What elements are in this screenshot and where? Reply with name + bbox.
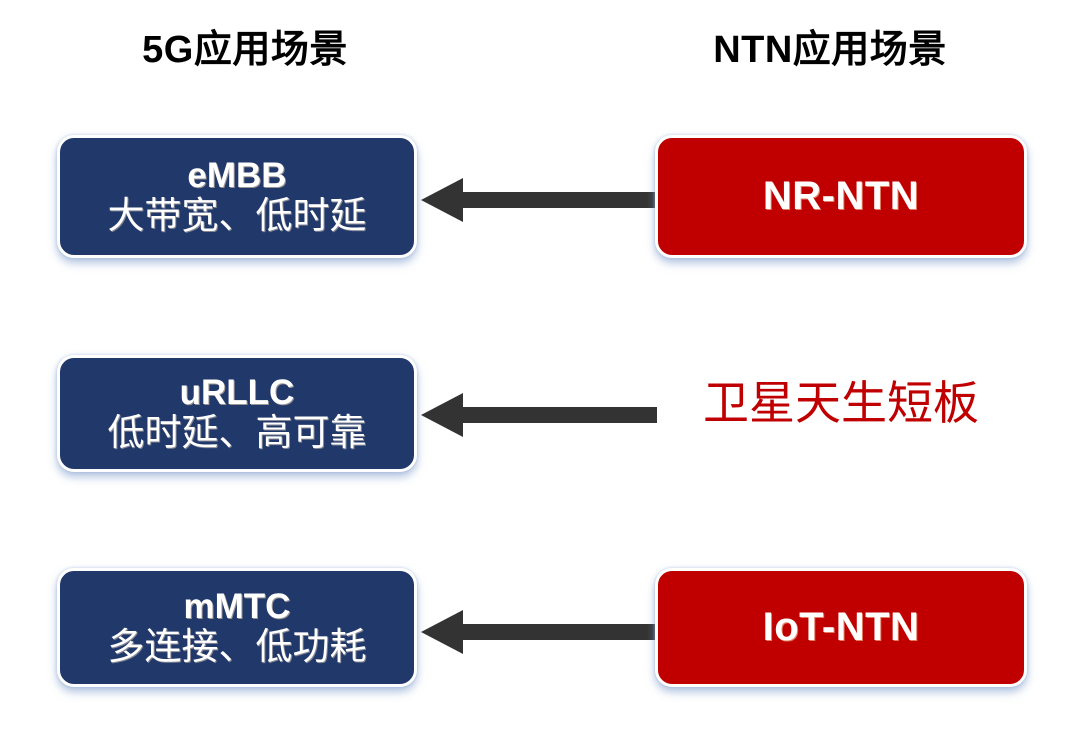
- arrow-left-row3: [421, 600, 657, 664]
- column-header-ntn: NTN应用场景: [713, 29, 947, 71]
- arrow-left-icon: [421, 393, 657, 437]
- ntn-note-satellite-weakness: 卫星天生短板: [703, 377, 979, 429]
- ntn-box-nr-ntn[interactable]: NR-NTN: [655, 135, 1027, 258]
- arrow-left-icon: [421, 178, 657, 222]
- arrow-left-icon: [421, 610, 657, 654]
- scenario-box-mmtc-title: mMTC: [183, 586, 291, 626]
- column-header-5g: 5G应用场景: [142, 29, 348, 71]
- arrow-left-row2: [421, 383, 657, 447]
- scenario-box-urllc-title: uRLLC: [179, 372, 295, 412]
- scenario-box-embb[interactable]: eMBB 大带宽、低时延: [57, 135, 417, 258]
- scenario-box-mmtc-subtitle: 多连接、低功耗: [107, 625, 367, 667]
- ntn-box-iot-ntn-title: IoT-NTN: [762, 605, 920, 650]
- scenario-box-embb-subtitle: 大带宽、低时延: [107, 194, 367, 236]
- arrow-left-row1: [421, 168, 657, 232]
- ntn-box-iot-ntn[interactable]: IoT-NTN: [655, 568, 1027, 687]
- ntn-box-nr-ntn-title: NR-NTN: [762, 174, 920, 219]
- scenario-box-urllc-subtitle: 低时延、高可靠: [107, 411, 367, 453]
- scenario-box-mmtc[interactable]: mMTC 多连接、低功耗: [57, 568, 417, 687]
- scenario-box-urllc[interactable]: uRLLC 低时延、高可靠: [57, 355, 417, 472]
- scenario-box-embb-title: eMBB: [187, 155, 287, 195]
